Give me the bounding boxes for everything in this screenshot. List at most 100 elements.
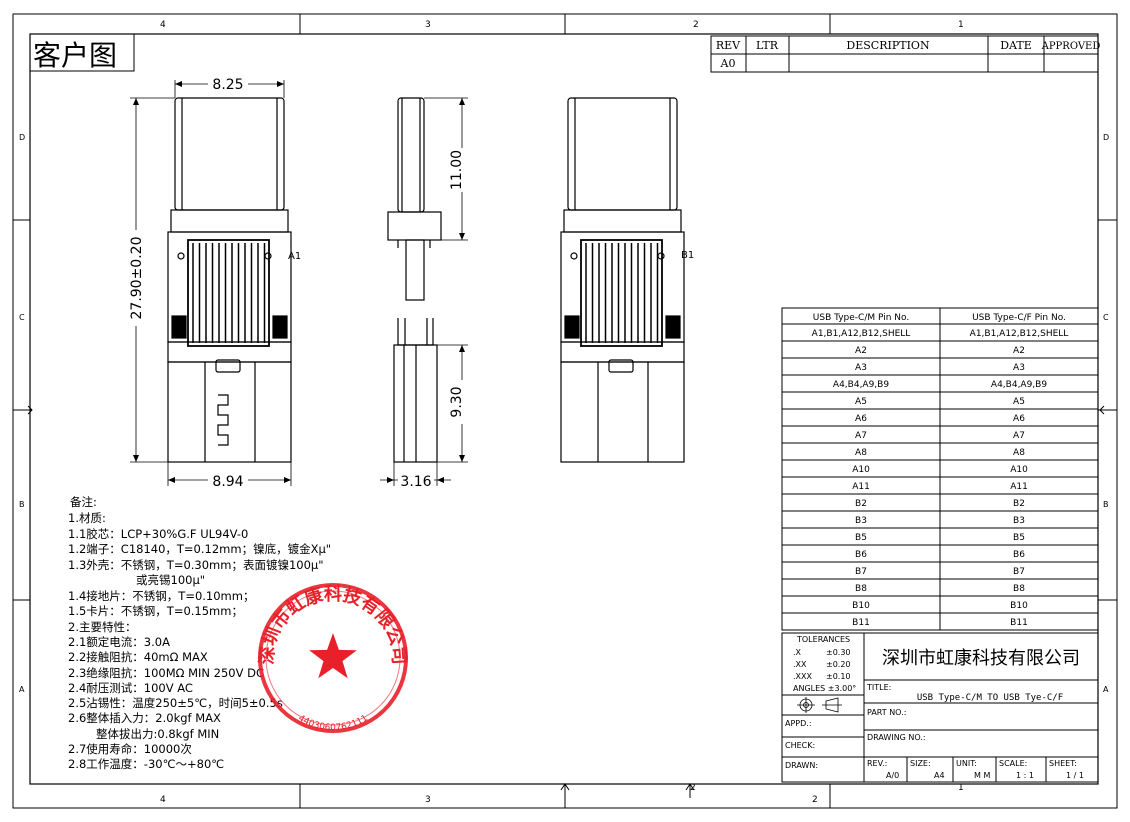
note-line: 1.材质: (68, 511, 106, 525)
title-label: TITLE: (866, 683, 891, 692)
grid-right-0: D (1103, 133, 1109, 142)
pin-table-cell: A3 (855, 363, 867, 373)
note-line: 2.3绝缘阻抗：100MΩ MIN 250V DC (68, 666, 264, 680)
pin-table-cell: B7 (1013, 567, 1025, 577)
rev-row-0-rev: A0 (720, 57, 736, 70)
rev-header-4: APPROVED (1041, 41, 1101, 52)
page-title: 客户图 (33, 39, 117, 72)
dim-height-total: 27.90±0.20 (129, 237, 145, 320)
tol-angles: ANGLES ±3.00° (793, 684, 856, 693)
pin-table-cell: B8 (1013, 584, 1025, 594)
tolerances-label: TOLERANCES (796, 635, 850, 644)
dim-side-upper: 11.00 (449, 150, 465, 190)
pin-table-header: USB Type-C/F Pin No. (972, 313, 1066, 323)
grid-left-1: C (19, 313, 25, 322)
tol-xxx: .XXX (793, 672, 813, 681)
back-view-b1 (560, 97, 685, 463)
note-line: 2.6整体插入力：2.0kgf MAX (68, 711, 221, 725)
note-line: 2.5沾锡性：温度250±5℃，时间5±0.5s (68, 696, 283, 710)
grid-right-1: C (1103, 313, 1109, 322)
back-view-ribs (585, 243, 659, 343)
pin-table-cell: B2 (855, 499, 867, 509)
title-value: USB Type-C/M TO USB Tye-C/F (917, 693, 1063, 703)
note-line: 2.1额定电流：3.0A (68, 635, 170, 649)
revision-table (710, 35, 1099, 73)
dim-width-bottom-bg (208, 473, 248, 487)
grid-left-2: B (19, 500, 25, 509)
pin-table-cell: A4,B4,A9,B9 (833, 380, 889, 390)
pin-table-cell: B5 (855, 533, 867, 543)
grid-bottom-0: 4 (160, 795, 166, 805)
note-line: 2.4耐压测试：100V AC (68, 681, 193, 695)
drawn-label: DRAWN: (785, 761, 818, 770)
dim-side-lower: 9.30 (449, 386, 465, 417)
pin-table-cell: A7 (855, 431, 867, 441)
grid-bottom-4: 1 (958, 783, 964, 793)
tol-xx: .XX (793, 660, 807, 669)
dim-height-total-bg (126, 230, 146, 326)
pin-table-cell: A2 (855, 346, 867, 356)
rev-header-3: DATE (1000, 39, 1032, 52)
pin-table-cell: A6 (855, 414, 867, 424)
grid-left-3: A (19, 685, 25, 694)
scale-value: 1 : 1 (1016, 771, 1034, 780)
rev-label: REV.: (867, 759, 887, 768)
grid-top-1: 3 (425, 20, 431, 30)
side-view (387, 97, 442, 463)
grid-top-3: 1 (958, 20, 964, 30)
pin-table-cell: B2 (1013, 499, 1025, 509)
note-line: 1.2端子：C18140，T=0.12mm；镍底，镀金Xμ" (68, 542, 331, 556)
seal-inner-ring (265, 590, 401, 726)
header-title-box (29, 33, 135, 72)
note-line: 1.5卡片：不锈钢，T=0.15mm； (68, 604, 243, 618)
pin-table-cell: B7 (855, 567, 867, 577)
dim-side-thickness: 3.16 (400, 474, 431, 490)
note-line: 2.8工作温度：-30℃～+80℃ (68, 757, 224, 771)
grid-bottom-3: 2 (812, 795, 818, 805)
grid-bottom-1: 3 (425, 795, 431, 805)
scale-label: SCALE: (999, 759, 1027, 768)
dim-width-bottom: 8.94 (212, 474, 243, 490)
note-line: 1.4接地片：不锈钢，T=0.10mm； (68, 589, 254, 603)
pin-table-cell: B10 (852, 601, 870, 611)
drawing-no-label: DRAWING NO.: (867, 733, 926, 742)
seal-number: 4403060762111 (296, 713, 370, 733)
seal-star-icon (309, 633, 357, 679)
side-dimension-arrows (387, 98, 465, 483)
sheet-value: 1 / 1 (1066, 771, 1084, 780)
pin-table-cell: B10 (1010, 601, 1028, 611)
rev-header-1: LTR (756, 39, 779, 52)
grid-right-3: A (1103, 685, 1109, 694)
pin-table-cell: A5 (855, 397, 867, 407)
rev-value: A/0 (886, 771, 899, 780)
pin-table-cell: A2 (1013, 346, 1025, 356)
pin-table-cell: A8 (1013, 448, 1025, 458)
note-line: 2.主要特性： (68, 620, 136, 634)
pin-table: USB Type-C/M Pin No.USB Type-C/F Pin No.… (781, 307, 1099, 631)
note-line: 备注: (70, 495, 97, 509)
pin-table-cell: B11 (1010, 618, 1028, 628)
note-line: 1.1胶芯：LCP+30%G.F UL94V-0 (68, 527, 248, 541)
dim-width-top-bg (208, 76, 248, 90)
note-line: 2.7使用寿命：10000次 (68, 742, 192, 756)
pin-table-cell: B5 (1013, 533, 1025, 543)
pin-table-cell: A7 (1013, 431, 1025, 441)
pin-table-cell: A11 (852, 482, 870, 492)
appd-label: APPD.: (785, 719, 812, 728)
note-line: 整体拔出力:0.8kgf MIN (96, 727, 219, 741)
dim-side-upper-bg (446, 148, 466, 192)
pin-table-cell: A10 (1010, 465, 1028, 475)
projection-symbol-icon (797, 697, 842, 713)
grid-top-2: 2 (693, 20, 699, 30)
unit-value: M M (974, 771, 990, 780)
sheet-label: SHEET: (1049, 759, 1077, 768)
pin-table-cell: A10 (852, 465, 870, 475)
pin-table-cell: A5 (1013, 397, 1025, 407)
tol-xxx-value: ±0.10 (826, 672, 851, 681)
pin-table-cell: B11 (852, 618, 870, 628)
seal-ring (258, 583, 408, 733)
pin-table-cell: B6 (1013, 550, 1025, 560)
front-dimension-arrows (133, 81, 291, 483)
note-line: 2.2接触阻抗：40mΩ MAX (68, 650, 208, 664)
